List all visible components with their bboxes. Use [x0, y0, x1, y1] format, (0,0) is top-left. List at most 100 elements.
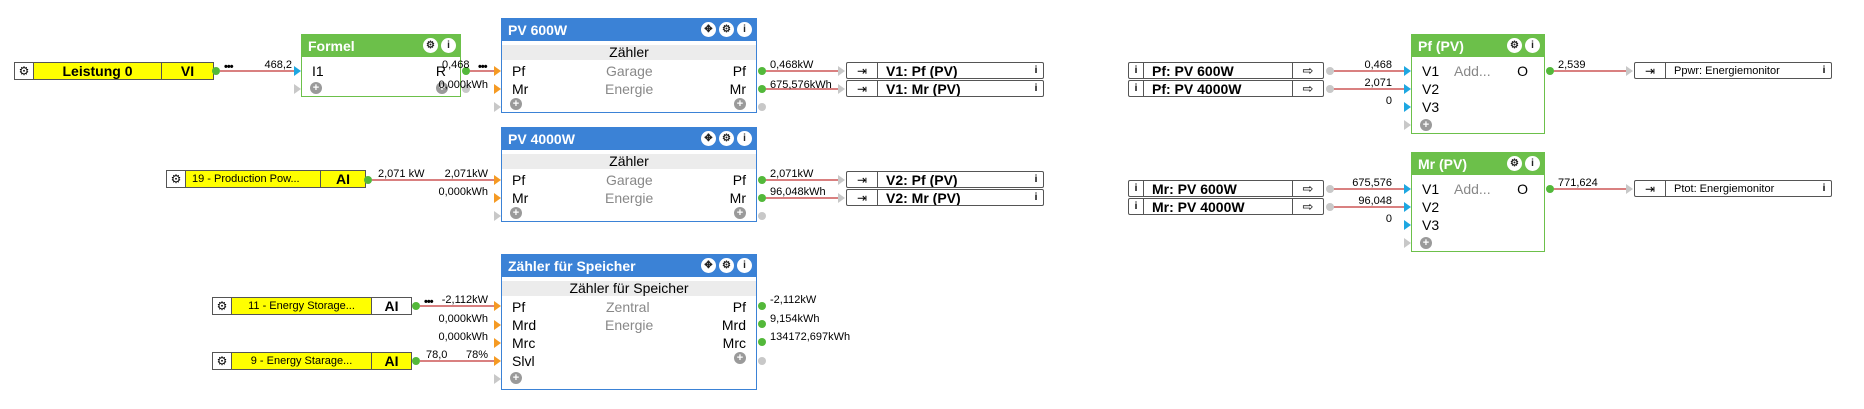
input-port[interactable]	[494, 211, 501, 221]
input-leistung-0[interactable]: ⚙ Leistung 0 VI	[14, 62, 214, 80]
info-icon[interactable]: i	[1525, 156, 1540, 171]
output-port[interactable]	[758, 67, 766, 75]
link-out-icon[interactable]: ⇨	[1292, 81, 1323, 96]
speicher-block[interactable]: Zähler für Speicher ✥⚙i Zähler für Speic…	[501, 254, 757, 390]
move-icon[interactable]: ✥	[701, 131, 716, 146]
info-icon[interactable]: i	[1134, 201, 1138, 212]
gear-icon[interactable]: ⚙	[719, 131, 734, 146]
add-input-icon[interactable]: +	[1420, 237, 1432, 249]
output-port[interactable]	[758, 357, 766, 365]
input-port[interactable]	[494, 301, 501, 311]
info-icon[interactable]: i	[1134, 65, 1138, 76]
input-port[interactable]	[1404, 102, 1411, 112]
add-input-icon[interactable]: +	[510, 98, 522, 110]
info-icon[interactable]: i	[1134, 183, 1138, 194]
output-v2-mr[interactable]: ⇥ V2: Mr (PV) i	[846, 189, 1044, 206]
output-port[interactable]	[1546, 67, 1554, 75]
info-icon[interactable]: i	[1134, 83, 1138, 94]
pv600-block[interactable]: PV 600W ✥⚙i Zähler Pf Garage Pf Mr Energ…	[501, 18, 757, 113]
input-port[interactable]	[494, 320, 501, 330]
input-port[interactable]	[294, 84, 301, 94]
input-port[interactable]	[1404, 202, 1411, 212]
info-icon[interactable]: i	[1822, 65, 1826, 76]
gear-icon[interactable]: ⚙	[213, 298, 231, 314]
output-port[interactable]	[758, 176, 766, 184]
input-port[interactable]	[494, 356, 501, 366]
output-port[interactable]	[758, 85, 766, 93]
ref-mr-pv600[interactable]: i Mr: PV 600W ⇨	[1128, 180, 1324, 197]
formel-block[interactable]: Formel ⚙i I1 R + +	[301, 34, 461, 97]
info-icon[interactable]: i	[441, 38, 456, 53]
input-energy-storage-9[interactable]: ⚙ 9 - Energy Starage... AI	[212, 352, 412, 370]
ref-pf-pv4000[interactable]: i Pf: PV 4000W ⇨	[1128, 80, 1324, 97]
input-energy-storage-11[interactable]: ⚙ 11 - Energy Storage... AI	[212, 297, 412, 315]
info-icon[interactable]: i	[737, 22, 752, 37]
gear-icon[interactable]: ⚙	[213, 353, 231, 369]
add-output-icon[interactable]: +	[734, 352, 746, 364]
output-port[interactable]	[1326, 67, 1334, 75]
output-ppwr[interactable]: ⇥ Ppwr: Energiemonitor i	[1634, 62, 1832, 79]
ref-pf-pv600[interactable]: i Pf: PV 600W ⇨	[1128, 62, 1324, 79]
link-out-icon[interactable]: ⇨	[1292, 63, 1323, 78]
output-ptot[interactable]: ⇥ Ptot: Energiemonitor i	[1634, 180, 1832, 197]
input-port[interactable]	[1404, 238, 1411, 248]
input-port[interactable]	[1404, 120, 1411, 130]
add-input-icon[interactable]: +	[1420, 119, 1432, 131]
add-input-icon[interactable]: +	[310, 82, 322, 94]
input-port[interactable]	[494, 374, 501, 384]
output-port[interactable]	[462, 67, 470, 75]
output-port[interactable]	[1546, 185, 1554, 193]
info-icon[interactable]: i	[1034, 174, 1038, 185]
add-input-icon[interactable]: +	[510, 207, 522, 219]
link-out-icon[interactable]: ⇨	[1292, 199, 1323, 214]
input-port[interactable]	[1404, 66, 1411, 76]
input-port[interactable]	[1404, 220, 1411, 230]
gear-icon[interactable]: ⚙	[423, 38, 438, 53]
output-port[interactable]	[412, 302, 420, 310]
output-port[interactable]	[364, 176, 372, 184]
gear-icon[interactable]: ⚙	[719, 22, 734, 37]
output-v2-pf[interactable]: ⇥ V2: Pf (PV) i	[846, 171, 1044, 188]
info-icon[interactable]: i	[1034, 83, 1038, 94]
input-port[interactable]	[494, 193, 501, 203]
add-output-icon[interactable]: +	[734, 98, 746, 110]
input-port[interactable]	[494, 66, 501, 76]
output-port[interactable]	[758, 338, 766, 346]
input-port[interactable]	[494, 84, 501, 94]
gear-icon[interactable]: ⚙	[1507, 38, 1522, 53]
output-port[interactable]	[212, 67, 220, 75]
info-icon[interactable]: i	[1822, 183, 1826, 194]
input-port[interactable]	[294, 66, 301, 76]
input-port[interactable]	[494, 175, 501, 185]
add-input-icon[interactable]: +	[510, 372, 522, 384]
gear-icon[interactable]: ⚙	[719, 258, 734, 273]
input-production-power[interactable]: ⚙ 19 - Production Pow... AI	[166, 170, 366, 188]
output-v1-pf[interactable]: ⇥ V1: Pf (PV) i	[846, 62, 1044, 79]
ref-mr-pv4000[interactable]: i Mr: PV 4000W ⇨	[1128, 198, 1324, 215]
input-port[interactable]	[1404, 84, 1411, 94]
add-output-icon[interactable]: +	[734, 207, 746, 219]
add-output-icon[interactable]: +	[436, 82, 448, 94]
info-icon[interactable]: i	[1034, 192, 1038, 203]
input-port[interactable]	[494, 338, 501, 348]
move-icon[interactable]: ✥	[701, 258, 716, 273]
info-icon[interactable]: i	[1525, 38, 1540, 53]
output-port[interactable]	[412, 357, 420, 365]
output-v1-mr[interactable]: ⇥ V1: Mr (PV) i	[846, 80, 1044, 97]
input-port[interactable]	[1404, 184, 1411, 194]
mr-pv-block[interactable]: Mr (PV) ⚙i V1 V2 V3 Add... O +	[1411, 152, 1545, 252]
output-port[interactable]	[1326, 185, 1334, 193]
output-port[interactable]	[758, 194, 766, 202]
link-out-icon[interactable]: ⇨	[1292, 181, 1323, 196]
output-port[interactable]	[758, 212, 766, 220]
info-icon[interactable]: i	[1034, 65, 1038, 76]
input-port[interactable]	[494, 102, 501, 112]
gear-icon[interactable]: ⚙	[15, 63, 33, 79]
output-port[interactable]	[1326, 203, 1334, 211]
info-icon[interactable]: i	[737, 131, 752, 146]
output-port[interactable]	[758, 103, 766, 111]
move-icon[interactable]: ✥	[701, 22, 716, 37]
output-port[interactable]	[1326, 85, 1334, 93]
output-port[interactable]	[462, 85, 470, 93]
output-port[interactable]	[758, 302, 766, 310]
